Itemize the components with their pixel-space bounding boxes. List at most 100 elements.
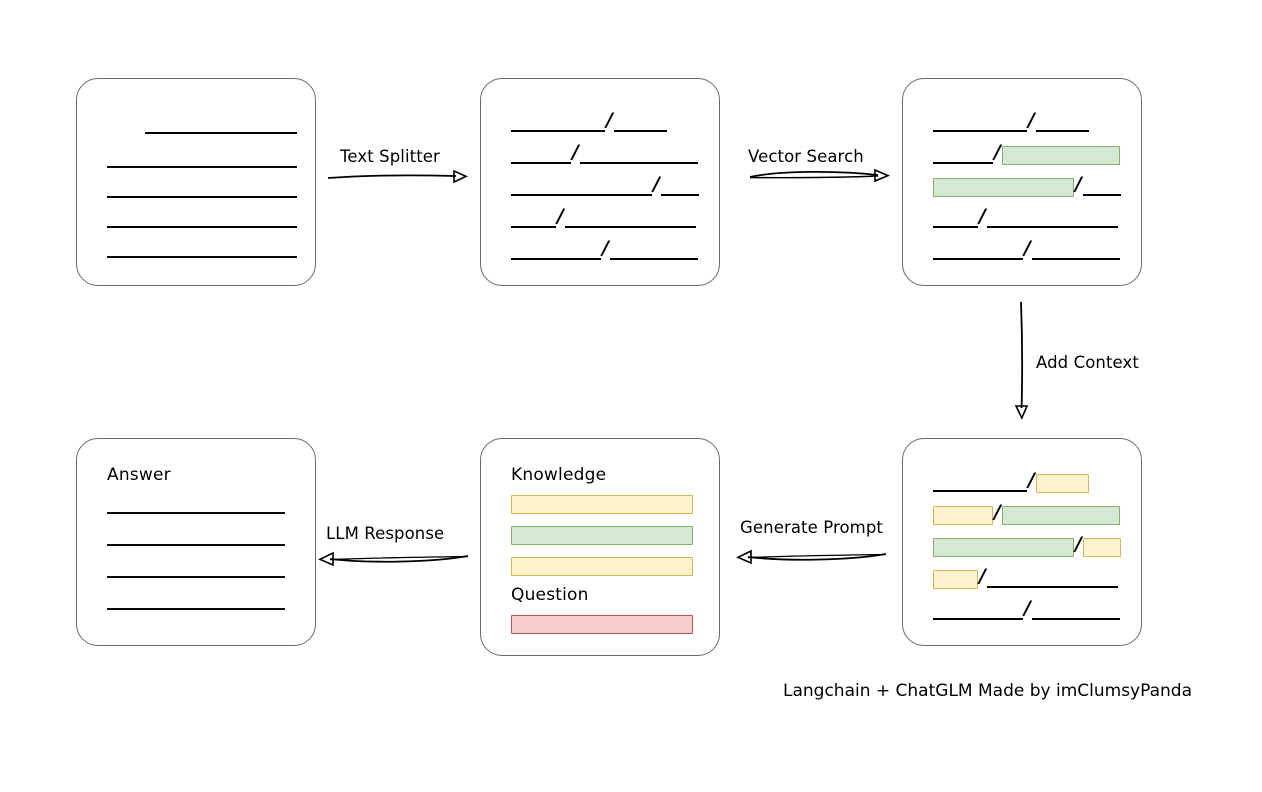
highlighted-chunk-yellow	[1035, 473, 1089, 493]
text-row	[107, 559, 285, 579]
text-line-segment	[511, 177, 652, 197]
segment-separator: /	[1028, 468, 1035, 491]
text-row	[107, 591, 285, 611]
segment-separator: /	[653, 172, 660, 195]
segment-separator: /	[1028, 108, 1035, 131]
text-line-segment	[933, 209, 978, 229]
text-line-segment	[511, 145, 571, 165]
text-line-segment	[107, 179, 297, 199]
knowledge-bar-1	[511, 495, 693, 514]
text-line-segment	[609, 241, 698, 261]
segment-separator: /	[994, 500, 1001, 523]
highlighted-chunk-green	[1001, 145, 1120, 165]
text-line-segment	[107, 527, 285, 547]
text-line-segment	[511, 113, 605, 133]
source-document-rows	[77, 79, 315, 285]
knowledge-bar-3	[511, 557, 693, 576]
context-document-box[interactable]: / / / / /	[902, 438, 1142, 646]
text-line-segment	[511, 209, 556, 229]
text-line-segment	[107, 149, 297, 169]
text-row	[107, 149, 297, 169]
segment-separator: /	[602, 236, 609, 259]
text-line-segment	[1082, 177, 1121, 197]
text-row: /	[511, 204, 696, 229]
context-document-rows: / / / / /	[903, 439, 1141, 645]
question-bar-1	[511, 615, 693, 634]
arrow-label-add-context: Add Context	[1036, 353, 1139, 372]
text-line-segment	[145, 115, 297, 135]
arrow-label-llm-response: LLM Response	[326, 524, 445, 543]
text-line-segment	[1031, 241, 1120, 261]
knowledge-label: Knowledge	[511, 465, 607, 485]
text-row: /	[511, 140, 698, 165]
vector-search-arrow	[749, 168, 891, 183]
text-row: /	[933, 566, 1118, 589]
question-label: Question	[511, 585, 589, 605]
split-document-rows: / / / / /	[481, 79, 719, 285]
text-line-segment	[511, 241, 601, 261]
text-line-segment	[933, 473, 1027, 493]
text-line-segment	[564, 209, 696, 229]
highlighted-chunk-green	[933, 537, 1074, 557]
text-row: /	[933, 468, 1089, 493]
vector-matched-rows: / / / / /	[903, 79, 1141, 285]
text-line-segment	[579, 145, 698, 165]
segment-separator: /	[1024, 596, 1031, 619]
text-row: /	[511, 172, 699, 197]
add-context-arrow	[1014, 301, 1029, 420]
highlighted-chunk-yellow	[933, 569, 978, 589]
text-line-segment	[613, 113, 667, 133]
split-document-box[interactable]: / / / / /	[480, 78, 720, 286]
text-line-segment	[1031, 601, 1120, 621]
text-line-segment	[986, 209, 1118, 229]
answer-box[interactable]: Answer	[76, 438, 316, 646]
text-row: /	[933, 204, 1118, 229]
text-row	[107, 209, 297, 229]
highlighted-chunk-yellow	[1082, 537, 1121, 557]
segment-separator: /	[1075, 172, 1082, 195]
text-line-segment	[107, 559, 285, 579]
text-row: /	[933, 172, 1121, 197]
segment-separator: /	[557, 204, 564, 227]
arrow-label-text-splitter: Text Splitter	[340, 147, 440, 166]
text-line-segment	[107, 239, 297, 259]
text-line-segment	[107, 495, 285, 515]
text-row	[145, 115, 297, 135]
generate-prompt-arrow	[736, 549, 887, 565]
segment-separator: /	[994, 140, 1001, 163]
text-row	[107, 527, 285, 547]
prompt-box[interactable]: Knowledge Question	[480, 438, 720, 656]
text-line-segment	[986, 569, 1118, 589]
text-row: /	[511, 110, 667, 133]
text-line-segment	[933, 145, 993, 165]
segment-separator: /	[1024, 236, 1031, 259]
text-line-segment	[933, 113, 1027, 133]
text-line-segment	[660, 177, 699, 197]
vector-matched-document-box[interactable]: / / / / /	[902, 78, 1142, 286]
highlighted-chunk-green	[1001, 505, 1120, 525]
text-row	[107, 239, 297, 259]
text-row: /	[933, 140, 1120, 165]
text-line-segment	[933, 601, 1023, 621]
arrow-label-vector-search: Vector Search	[748, 147, 864, 166]
text-line-segment	[107, 209, 297, 229]
text-row: /	[933, 596, 1120, 621]
text-line-segment	[1035, 113, 1089, 133]
answer-rows	[77, 439, 315, 645]
credit-text: Langchain + ChatGLM Made by imClumsyPand…	[783, 681, 1192, 701]
text-splitter-arrow	[327, 169, 468, 184]
source-document-box[interactable]	[76, 78, 316, 286]
segment-separator: /	[1075, 532, 1082, 555]
segment-separator: /	[572, 140, 579, 163]
knowledge-bar-2	[511, 526, 693, 545]
text-row: /	[933, 532, 1121, 557]
answer-label: Answer	[107, 465, 171, 485]
text-line-segment	[933, 241, 1023, 261]
arrow-label-generate-prompt: Generate Prompt	[740, 518, 883, 537]
text-row: /	[933, 108, 1089, 133]
text-row: /	[933, 500, 1120, 525]
highlighted-chunk-yellow	[933, 505, 993, 525]
segment-separator: /	[979, 204, 986, 227]
llm-response-arrow	[318, 551, 469, 567]
